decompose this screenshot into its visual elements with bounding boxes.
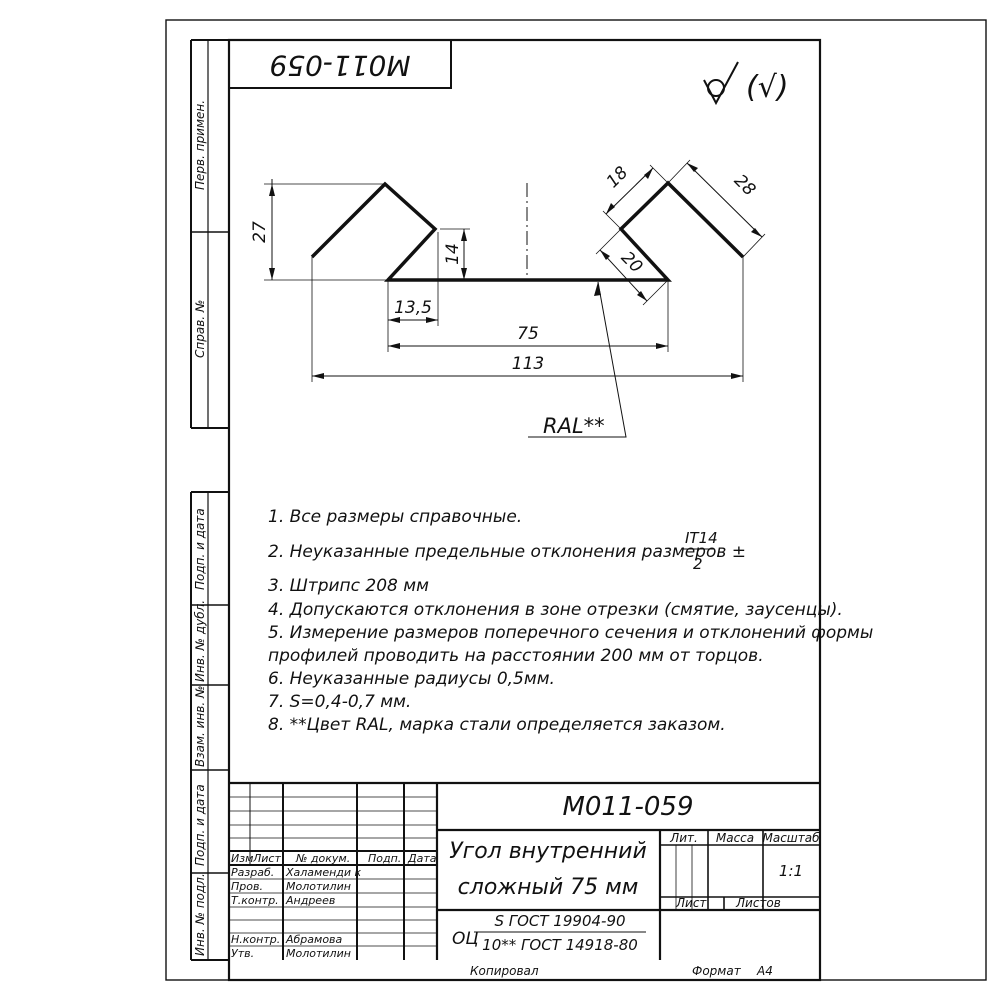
col-izm: Изм <box>231 852 253 865</box>
dim-113-label: 113 <box>512 354 544 374</box>
name-utv: Молотилин <box>286 947 351 960</box>
note-6: 6. Неуказанные радиусы 0,5мм. <box>268 669 555 689</box>
col-data: Дата <box>407 852 437 865</box>
name-razrab: Халаменди к <box>285 866 362 879</box>
note-2: 2. Неуказанные предельные отклонения раз… <box>268 542 746 562</box>
note-2-end: . <box>716 542 721 562</box>
note-4: 4. Допускаются отклонения в зоне отрезки… <box>268 600 843 620</box>
side-label-inv-podl: Инв. № подл. <box>193 873 207 956</box>
main-frame <box>227 38 822 982</box>
side-label-perv-primen: Перв. примен. <box>193 100 207 190</box>
material-bottom: 10** ГОСТ 14918-80 <box>482 936 638 954</box>
roughness-note: (√) <box>746 70 789 105</box>
note-2-denominator: 2 <box>693 555 703 573</box>
title-name-line1: Угол внутренний <box>449 839 647 864</box>
note-2-numerator: IT14 <box>685 529 718 547</box>
title-name-line2: сложный 75 мм <box>458 875 639 900</box>
lit-label: Лит. <box>669 831 698 845</box>
dim-27-label: 27 <box>250 221 270 243</box>
note-5b: профилей проводить на расстоянии 200 мм … <box>268 646 764 666</box>
title-block <box>229 781 820 960</box>
profile-drawing <box>264 159 766 438</box>
side-label-sprav-no: Справ. № <box>193 300 207 358</box>
note-3: 3. Штрипс 208 мм <box>268 576 429 596</box>
technical-notes: 1. Все размеры справочные. 2. Неуказанны… <box>268 507 873 735</box>
name-tkontr: Андреев <box>285 894 335 907</box>
dim-75-label: 75 <box>517 324 539 344</box>
col-podp: Подп. <box>368 852 401 865</box>
title-designation: М011-059 <box>562 792 693 822</box>
kopiroval-label: Копировал <box>470 964 539 978</box>
designation-box <box>228 39 452 89</box>
listov-label: Листов <box>735 896 781 910</box>
col-list: Лист <box>252 852 281 865</box>
note-5a: 5. Измерение размеров поперечного сечени… <box>268 623 873 643</box>
side-label-podp-data-2: Подп. и дата <box>193 784 207 866</box>
ral-label: RAL** <box>543 414 605 438</box>
material-top: S ГОСТ 19904-90 <box>494 912 625 930</box>
designation-box-text: М011-059 <box>269 49 410 82</box>
role-razrab: Разраб. <box>231 866 274 879</box>
side-label-podp-data-1: Подп. и дата <box>193 508 207 590</box>
side-column-upper <box>190 39 229 429</box>
dim-13-5-label: 13,5 <box>394 298 432 318</box>
side-column-lower <box>190 491 229 961</box>
masshtab-label: Масштаб <box>762 831 820 845</box>
side-label-inv-dubl: Инв. № дубл. <box>193 600 207 682</box>
role-nkontr: Н.контр. <box>231 933 280 946</box>
note-7: 7. S=0,4-0,7 мм. <box>268 692 411 712</box>
role-utv: Утв. <box>231 947 254 960</box>
col-dokum: № докум. <box>295 852 350 865</box>
dim-14-label: 14 <box>443 243 463 265</box>
scale-value: 1:1 <box>779 862 803 880</box>
material-prefix: ОЦ <box>452 929 479 949</box>
note-1: 1. Все размеры справочные. <box>268 507 522 527</box>
name-nkontr: Абрамова <box>285 933 343 946</box>
list-label: Лист <box>675 896 707 910</box>
side-label-vzam-inv: Взам. инв. № <box>193 686 207 767</box>
roughness-icon <box>703 61 739 106</box>
note-8: 8. **Цвет RAL, марка стали определяется … <box>268 715 726 735</box>
format-value: А4 <box>756 964 773 978</box>
role-prov: Пров. <box>231 880 263 893</box>
profile-outline <box>310 180 745 282</box>
dim-28-label: 28 <box>730 171 760 201</box>
format-label: Формат <box>692 964 742 978</box>
massa-label: Масса <box>716 831 754 845</box>
name-prov: Молотилин <box>286 880 351 893</box>
role-tkontr: Т.контр. <box>231 894 279 907</box>
outer-border <box>165 19 987 981</box>
dim-18-label: 18 <box>603 163 633 193</box>
